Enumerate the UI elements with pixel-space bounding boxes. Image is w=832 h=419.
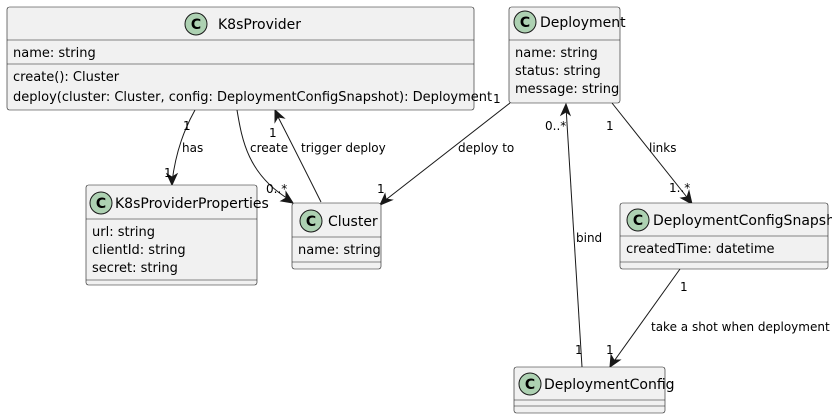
relation-deploy-to-to-mult: 1	[377, 182, 385, 196]
class-icon	[518, 372, 542, 396]
relation-take-shot: take a shot when deployment 1 1	[606, 268, 830, 369]
relation-has-to-mult: 1	[164, 166, 172, 180]
class-k8s-provider: C K8sProvider name: string create(): Clu…	[6, 6, 492, 111]
class-icon-glyph: C	[633, 213, 643, 229]
relation-bind-label: bind	[576, 231, 602, 245]
relation-bind: bind 0..* 1	[545, 102, 602, 368]
class-cluster: C Cluster name: string	[291, 202, 382, 270]
class-name: Cluster	[328, 214, 378, 230]
class-method: create(): Cluster	[13, 70, 120, 85]
class-field: name: string	[515, 46, 598, 61]
class-deployment-config-snapshot: C DeploymentConfigSnapshot createdTime: …	[619, 202, 832, 270]
relation-take-shot-label: take a shot when deployment	[651, 320, 830, 334]
relation-trigger-deploy-label: trigger deploy	[301, 141, 386, 155]
class-method: deploy(cluster: Cluster, config: Deploym…	[13, 90, 492, 105]
class-icon-glyph: C	[520, 15, 530, 31]
class-icon	[299, 209, 323, 233]
class-icon	[513, 10, 537, 34]
class-icon-glyph: C	[306, 214, 316, 230]
class-field: message: string	[515, 82, 619, 97]
class-icon-glyph: C	[525, 377, 535, 393]
class-icon-glyph: C	[96, 196, 106, 212]
class-name: K8sProvider	[218, 17, 301, 33]
relation-deploy-to-label: deploy to	[458, 141, 514, 155]
class-icon	[626, 208, 650, 232]
class-field: createdTime: datetime	[626, 242, 775, 257]
class-k8s-provider-properties: C K8sProviderProperties url: string clie…	[85, 184, 269, 286]
relation-trigger-deploy-to-mult: 1	[269, 126, 277, 140]
relation-take-shot-to-mult: 1	[606, 343, 614, 357]
relation-create: create 0..*	[236, 109, 295, 204]
class-deployment: C Deployment name: string status: string…	[508, 6, 626, 104]
class-field: status: string	[515, 64, 601, 79]
class-icon	[184, 12, 208, 36]
relation-links-from-mult: 1	[606, 119, 614, 133]
class-field: name: string	[13, 46, 96, 61]
relation-links: links 1 1..*	[606, 102, 693, 205]
class-name: DeploymentConfig	[544, 377, 675, 393]
class-field: name: string	[298, 243, 381, 258]
relation-trigger-deploy: trigger deploy 1	[269, 108, 386, 203]
class-field: clientId: string	[92, 243, 186, 258]
class-name: K8sProviderProperties	[115, 196, 269, 212]
class-field: url: string	[92, 225, 155, 240]
class-icon-glyph: C	[191, 17, 201, 33]
relation-create-label: create	[250, 141, 288, 155]
relation-has-label: has	[182, 141, 203, 155]
class-field: secret: string	[92, 261, 178, 276]
relation-deploy-to-from-mult: 1	[493, 92, 501, 106]
relation-bind-from-mult: 1	[575, 343, 583, 357]
relation-take-shot-from-mult: 1	[680, 280, 688, 294]
relation-create-to-mult: 0..*	[266, 182, 287, 196]
relation-bind-to-mult: 0..*	[545, 119, 566, 133]
relation-deploy-to: deploy to 1 1	[377, 92, 514, 206]
relation-links-to-mult: 1..*	[669, 181, 690, 195]
relation-has: has 1 1	[164, 109, 203, 187]
class-icon	[89, 191, 113, 215]
relation-has-from-mult: 1	[183, 119, 191, 133]
relation-links-label: links	[649, 141, 676, 155]
class-name: DeploymentConfigSnapshot	[653, 213, 832, 229]
class-name: Deployment	[540, 15, 626, 31]
class-deployment-config: C DeploymentConfig	[513, 366, 675, 414]
